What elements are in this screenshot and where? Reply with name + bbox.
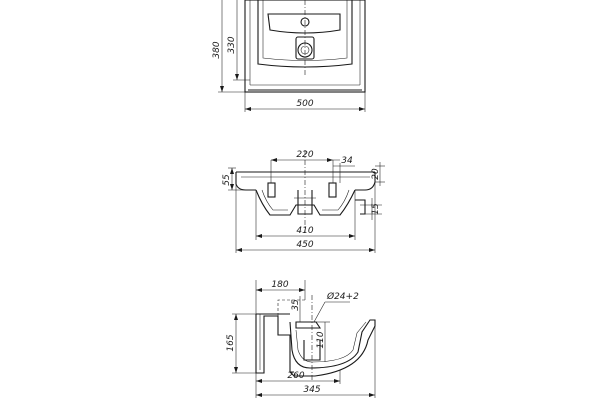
front-view-left-tap-hole [267, 182, 276, 198]
side-view-drain [303, 340, 321, 361]
front-view-right-tap-hole [328, 182, 337, 198]
dim-rim-left: 55 [222, 174, 232, 186]
dim-drain-offset: 35 [291, 299, 301, 311]
dim-depth-inner: 330 [227, 36, 237, 53]
dim-overhang: 180 [271, 280, 288, 290]
dim-depth-outer: 380 [212, 41, 222, 58]
dim-total-depth: 345 [303, 385, 320, 395]
dim-drop: 15 [371, 203, 381, 215]
front-view: 220 34 55 20 15 410 450 [222, 150, 385, 253]
dim-hole-offset: 34 [341, 156, 353, 166]
dim-drain-diameter: Ø24+2 [326, 291, 359, 302]
side-view-back-block [255, 314, 294, 374]
front-view-drain [297, 190, 313, 215]
top-view-bowl-basin [267, 13, 341, 34]
dim-drain-height: 110 [316, 331, 326, 348]
side-view-overflow [295, 321, 322, 329]
side-view: 180 35 Ø24+2 110 165 260 345 [226, 280, 376, 398]
side-view-bowl-profile [289, 319, 376, 377]
dim-height: 165 [226, 334, 236, 351]
dim-width: 500 [296, 99, 313, 109]
dim-holes-span: 220 [296, 150, 313, 160]
dim-depth: 260 [287, 371, 304, 381]
dim-outer-width: 450 [296, 240, 313, 250]
front-view-bowl-profile [255, 189, 356, 216]
top-view-outline [244, 0, 366, 93]
top-view: 380 330 500 [212, 0, 366, 112]
dim-rim-right: 20 [371, 168, 381, 180]
dim-inner-width: 410 [296, 226, 313, 236]
